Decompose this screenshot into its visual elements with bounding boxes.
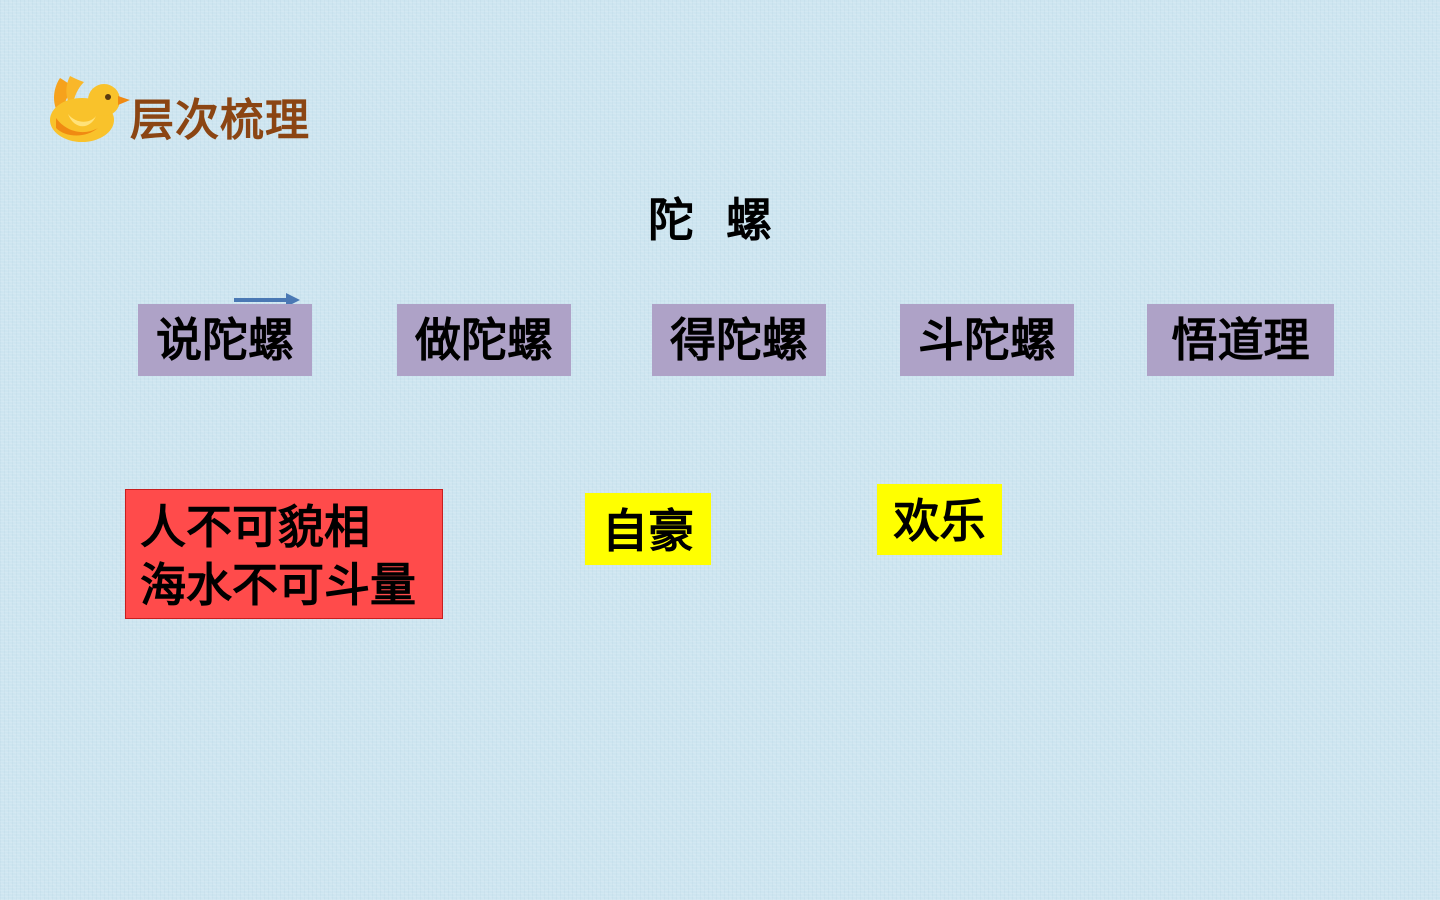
step-box-dou: 斗陀螺 <box>900 304 1074 376</box>
step-box-zuo: 做陀螺 <box>397 304 571 376</box>
section-title: 层次梳理 <box>130 95 310 146</box>
proverb-line-1: 人不可貌相 <box>140 500 370 554</box>
note-huanle: 欢乐 <box>877 484 1002 555</box>
proverb-line-2: 海水不可斗量 <box>140 558 416 612</box>
note-zihao: 自豪 <box>585 493 711 565</box>
right-arrow-icon <box>232 290 302 310</box>
bird-icon <box>46 72 132 146</box>
step-box-wu: 悟道理 <box>1147 304 1334 376</box>
step-box-de: 得陀螺 <box>652 304 826 376</box>
proverb-note: 人不可貌相 海水不可斗量 <box>125 489 443 619</box>
step-box-shuo: 说陀螺 <box>138 304 312 376</box>
diagram-title: 陀 螺 <box>647 193 773 247</box>
